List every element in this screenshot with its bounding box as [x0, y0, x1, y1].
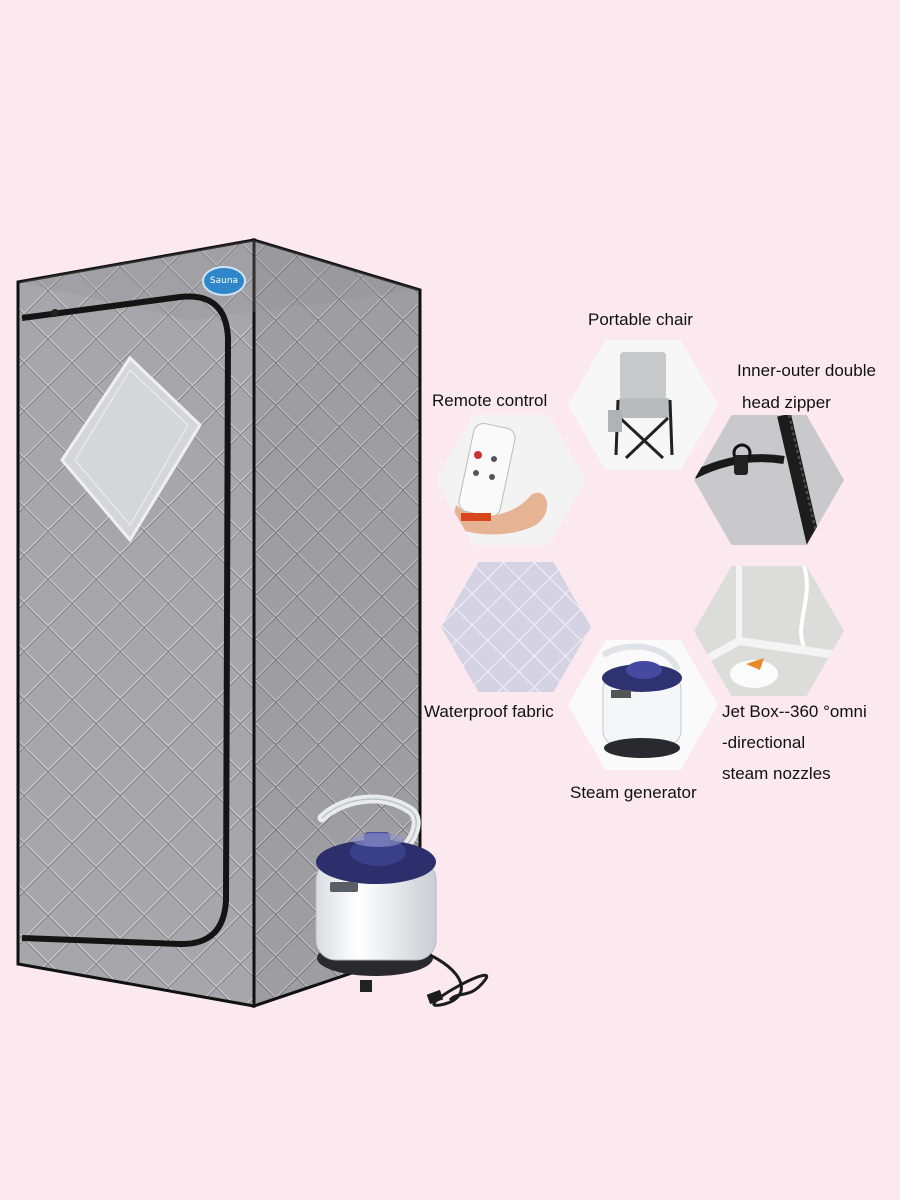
sauna-logo-badge: Sauna	[202, 266, 246, 296]
label-zipper-line2: head zipper	[742, 393, 831, 412]
label-waterproof-fabric: Waterproof fabric	[424, 702, 554, 721]
label-jetbox-line1: Jet Box--360 °omni	[722, 702, 867, 721]
label-remote-control: Remote control	[432, 391, 548, 410]
steam-nozzle-icon	[694, 566, 844, 696]
label-portable-chair: Portable chair	[588, 310, 693, 329]
fabric-icon	[441, 562, 591, 692]
jet-box-image	[694, 566, 844, 696]
waterproof-fabric-image	[441, 562, 591, 692]
label-jetbox-line3: steam nozzles	[722, 764, 831, 783]
label-jetbox-line2: -directional	[722, 733, 806, 752]
label-steam-generator: Steam generator	[570, 783, 697, 802]
label-zipper-line1: Inner-outer double	[737, 361, 876, 380]
steam-generator-image	[568, 640, 718, 770]
steamer-icon	[568, 640, 718, 770]
sauna-logo-text: Sauna	[209, 276, 239, 286]
